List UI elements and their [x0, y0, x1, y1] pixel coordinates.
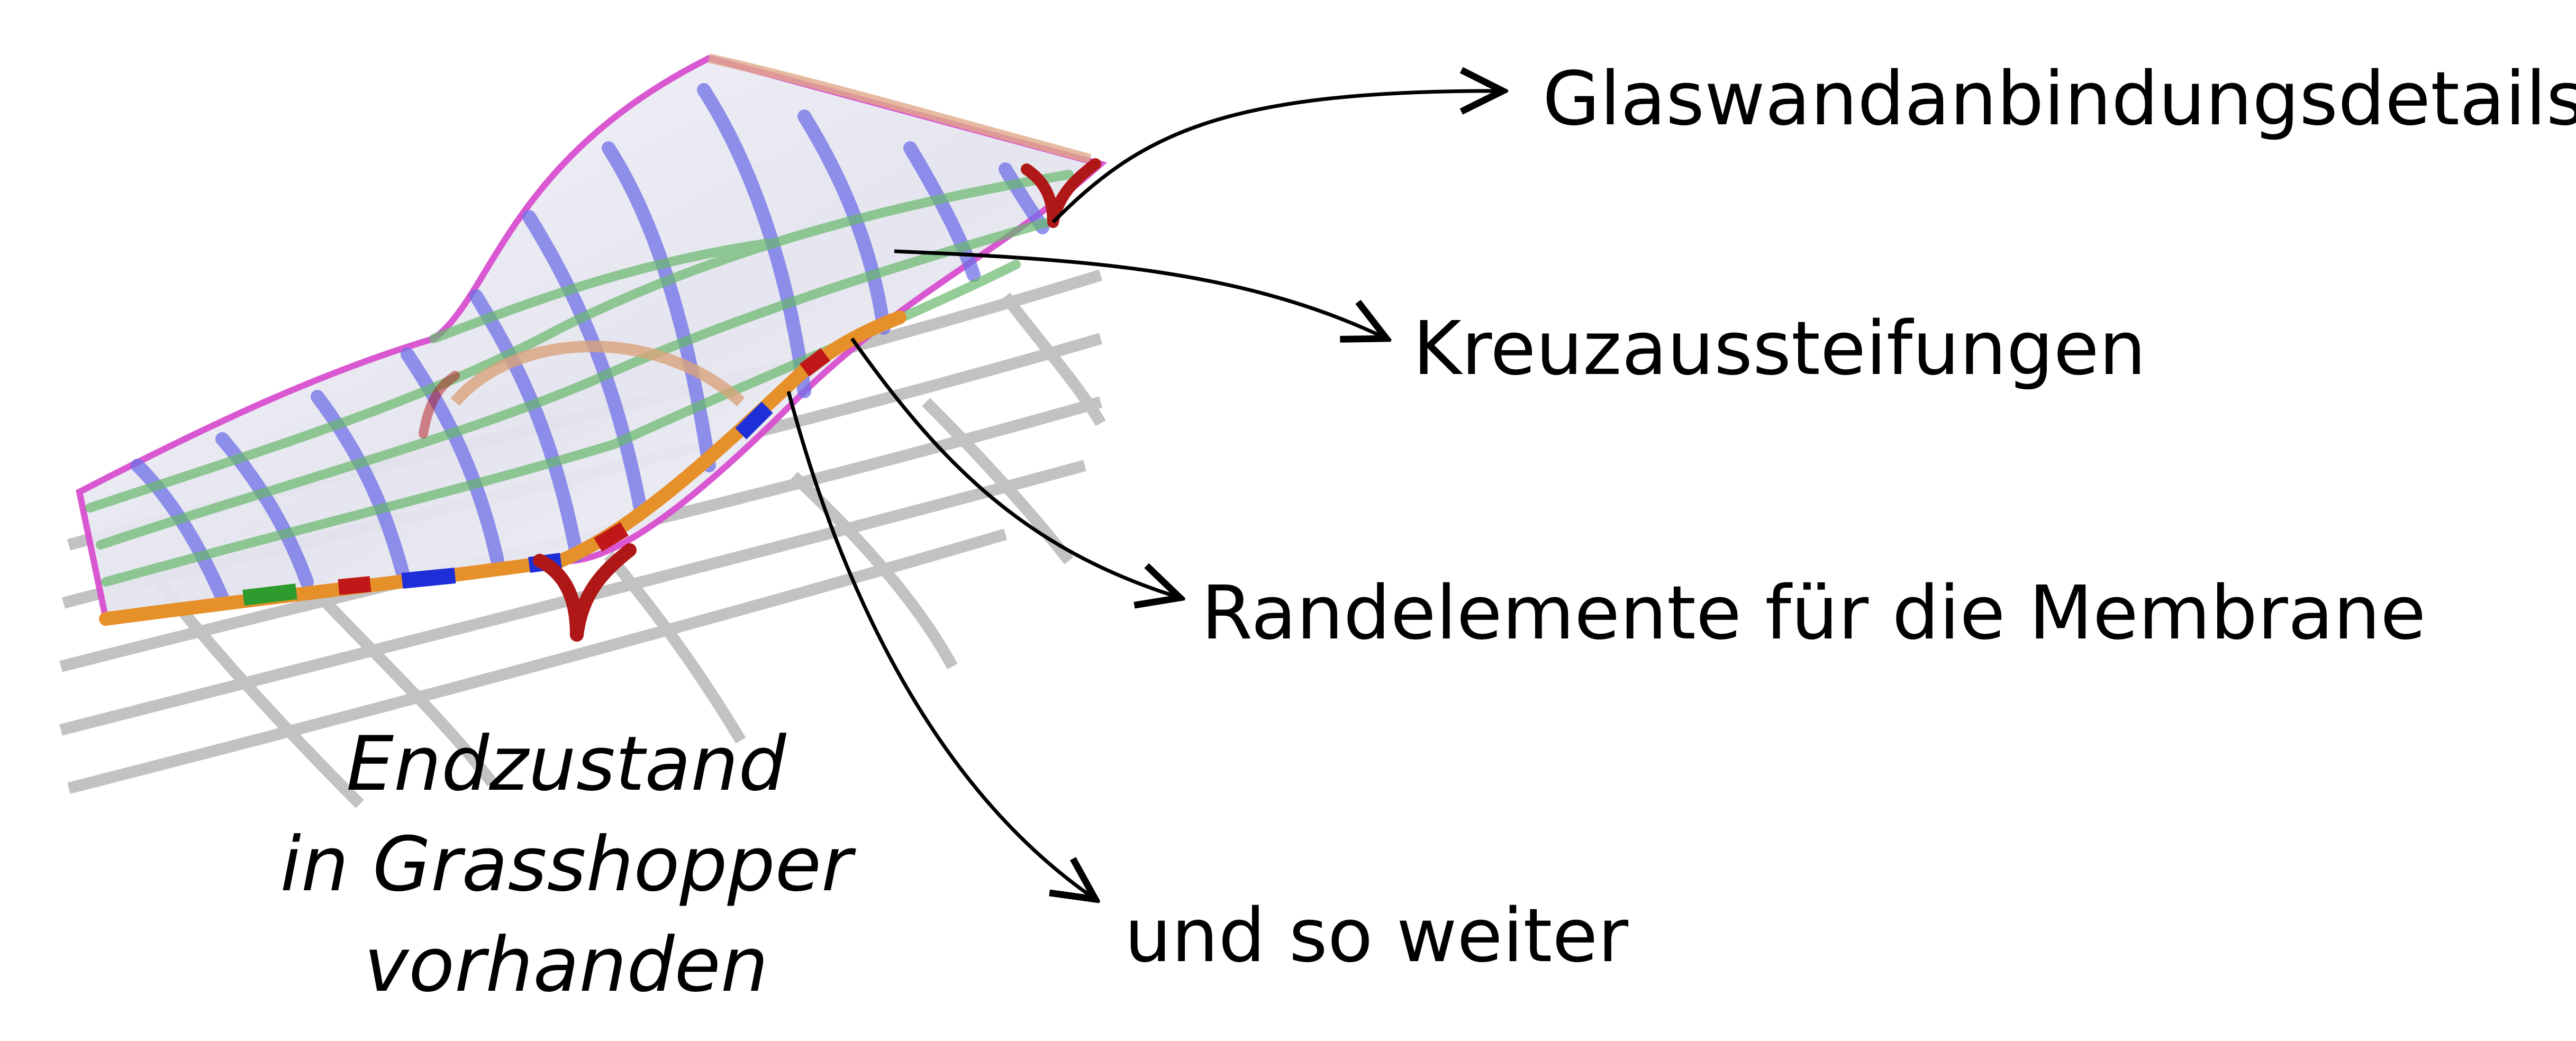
caption-line-2: in Grasshopper [280, 821, 852, 908]
status-caption: Endzustand in Grasshopper vorhanden [249, 714, 884, 1016]
edge-beam-markers [242, 348, 830, 606]
back-arch-rib [708, 53, 1092, 163]
arrow-bracing [894, 249, 1386, 339]
callout-cross-bracing: Kreuzaussteifungen [1413, 306, 2146, 392]
callout-glass-wall-details: Glaswandanbindungsdetails [1543, 56, 2576, 142]
arrow-etc [786, 391, 1095, 899]
arrow-edge [850, 337, 1180, 598]
callout-edge-elements: Randelemente für die Membrane [1201, 570, 2426, 656]
caption-line-3: vorhanden [364, 921, 768, 1009]
supports [419, 158, 1101, 642]
arrow-glass [1051, 91, 1503, 224]
caption-line-1: Endzustand [346, 720, 786, 808]
callout-arrows [786, 91, 1503, 899]
callout-and-so-on: und so weiter [1124, 893, 1629, 979]
arch-rib [450, 341, 745, 407]
